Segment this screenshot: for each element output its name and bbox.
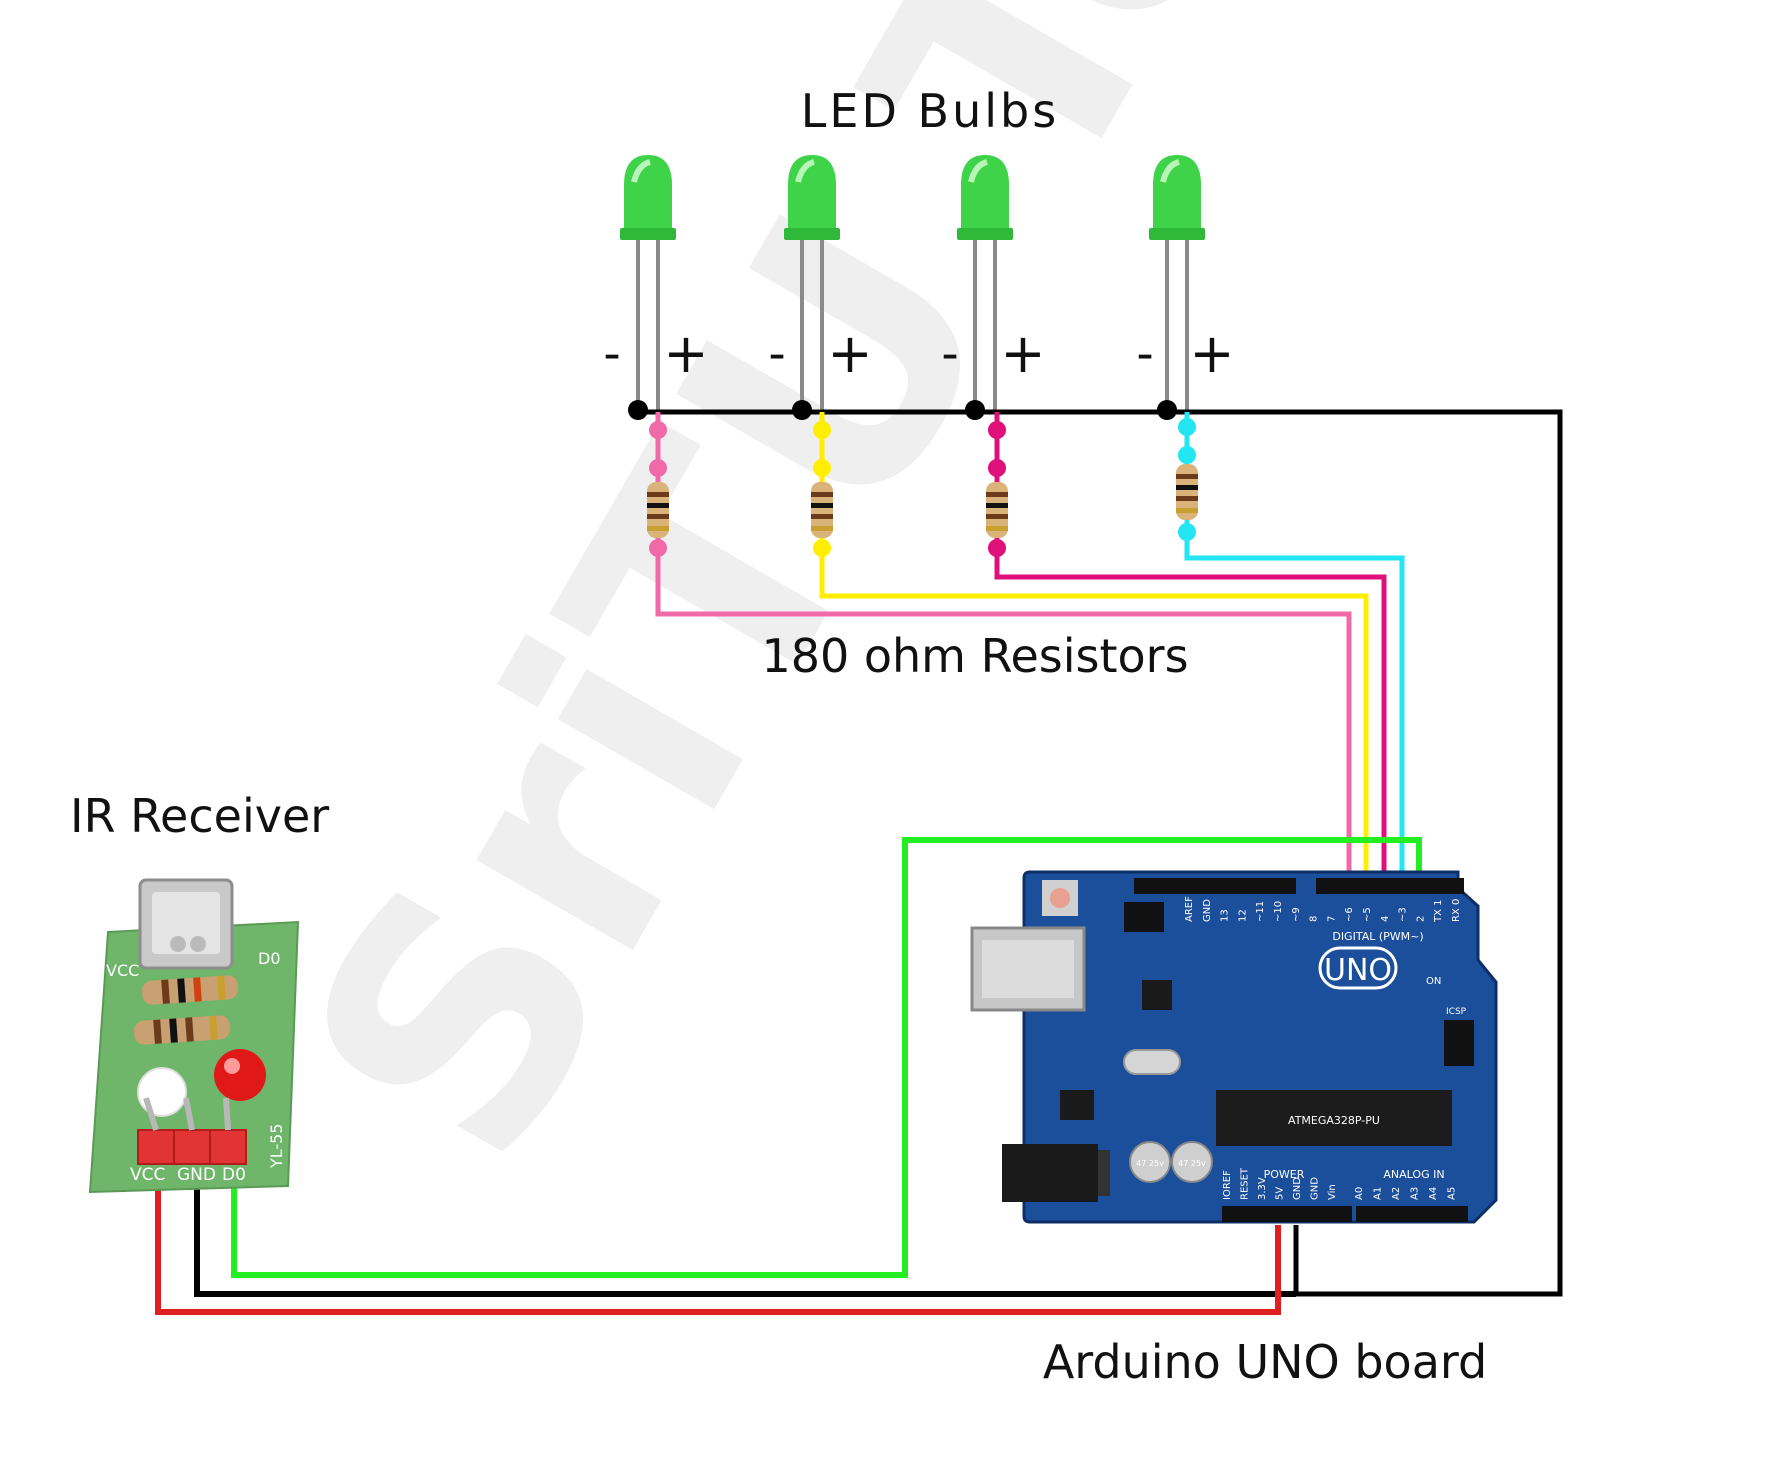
top-pin-label-12: ~3 [1398, 907, 1409, 922]
arduino-label: Arduino UNO board [1043, 1335, 1487, 1389]
led-4 [1149, 155, 1205, 412]
analog-pin-label-2: A2 [1391, 1187, 1402, 1200]
top-pin-label-15: RX 0 [1451, 899, 1462, 922]
ir-receiver-label: IR Receiver [70, 789, 329, 843]
top-pin-label-4: ~11 [1255, 901, 1266, 922]
plus-sign-4: + [1189, 322, 1234, 385]
resistor-2 [811, 482, 833, 538]
ir-pin-gnd-label: GND [177, 1165, 216, 1185]
resistors-label: 180 ohm Resistors [761, 629, 1188, 683]
analog-label: ANALOG IN [1383, 1168, 1444, 1181]
led-2 [784, 155, 840, 412]
arduino-uno-board: ATMEGA328P-PU UNO DIGITAL (PWM~) POWER A… [970, 870, 1498, 1224]
power-pin-label-0: IOREF [1222, 1170, 1233, 1200]
magenta-wire [994, 548, 1387, 882]
capacitor-label-2: 47 25v [1178, 1159, 1206, 1168]
power-pin-label-5: GND [1310, 1177, 1321, 1200]
top-pin-label-2: 13 [1220, 909, 1231, 922]
top-pin-label-10: ~5 [1362, 907, 1373, 922]
resistor-1 [647, 482, 669, 538]
resistor-4 [1176, 464, 1198, 520]
minus-sign-2: - [768, 326, 785, 382]
uno-logo: UNO [1324, 953, 1392, 988]
power-pin-label-3: 5V [1275, 1187, 1286, 1200]
ir-vcc-side-label: VCC [106, 961, 139, 980]
top-pin-label-0: AREF [1184, 896, 1195, 922]
capacitor-label-1: 47 25v [1136, 1159, 1164, 1168]
top-pin-label-9: ~6 [1344, 907, 1355, 922]
analog-pin-label-1: A1 [1373, 1187, 1384, 1200]
ir-receiver-module: VCC D0 VCC GND D0 YL-55 [88, 878, 300, 1194]
plus-sign-1: + [663, 322, 708, 385]
chip-label: ATMEGA328P-PU [1288, 1114, 1380, 1127]
cyan-wire [1184, 532, 1405, 882]
led-1 [620, 155, 676, 412]
led-3 [957, 155, 1013, 412]
polarity-signs: - + - + - + - + [603, 322, 1234, 385]
top-pin-label-13: 2 [1415, 916, 1426, 922]
power-label: POWER [1264, 1168, 1305, 1181]
power-pin-labels: IOREF RESET 3.3V 5V GND GND Vin [1222, 1167, 1338, 1200]
yellow-wire [819, 548, 1369, 882]
ir-pin-d0-label: D0 [222, 1165, 246, 1185]
top-pin-label-6: ~9 [1291, 907, 1302, 922]
minus-sign-4: - [1136, 326, 1153, 382]
top-pin-label-7: 8 [1309, 916, 1320, 922]
top-pin-label-5: ~10 [1273, 901, 1284, 922]
plus-sign-3: + [1000, 322, 1045, 385]
analog-pin-labels: A0 A1 A2 A3 A4 A5 [1354, 1187, 1458, 1200]
power-pin-label-2: 3.3V [1257, 1177, 1268, 1200]
analog-pin-label-4: A4 [1428, 1187, 1439, 1200]
ir-model-label: YL-55 [267, 1123, 286, 1169]
icsp-label: ICSP [1446, 1007, 1467, 1017]
analog-pin-label-3: A3 [1410, 1187, 1421, 1200]
resistor-dots [649, 418, 1196, 557]
top-pin-label-3: 12 [1237, 909, 1248, 922]
ir-d0-side-label: D0 [258, 949, 281, 968]
minus-sign-1: - [603, 326, 620, 382]
top-pin-label-1: GND [1202, 899, 1213, 922]
led-bulbs-label: LED Bulbs [801, 84, 1059, 138]
ground-wire [638, 409, 1563, 1297]
minus-sign-3: - [941, 326, 958, 382]
ir-pin-vcc-label: VCC [130, 1165, 165, 1185]
analog-pin-label-0: A0 [1354, 1187, 1365, 1200]
analog-pin-label-5: A5 [1447, 1187, 1458, 1200]
power-pin-label-6: Vin [1327, 1184, 1338, 1200]
power-pin-label-4: GND [1292, 1177, 1303, 1200]
top-pin-label-11: 4 [1380, 916, 1391, 922]
power-pin-label-1: RESET [1240, 1167, 1251, 1200]
red-wire [155, 1185, 1281, 1315]
top-pin-label-14: TX 1 [1433, 900, 1444, 924]
green-wire [231, 837, 1422, 1278]
top-pin-label-8: 7 [1326, 916, 1337, 922]
resistor-3 [986, 482, 1008, 538]
on-label: ON [1426, 976, 1441, 987]
plus-sign-2: + [827, 322, 872, 385]
digital-label: DIGITAL (PWM~) [1332, 930, 1423, 943]
black-wire [194, 1185, 1296, 1297]
ground-junctions [628, 400, 1177, 420]
pink-wire [655, 548, 1352, 882]
